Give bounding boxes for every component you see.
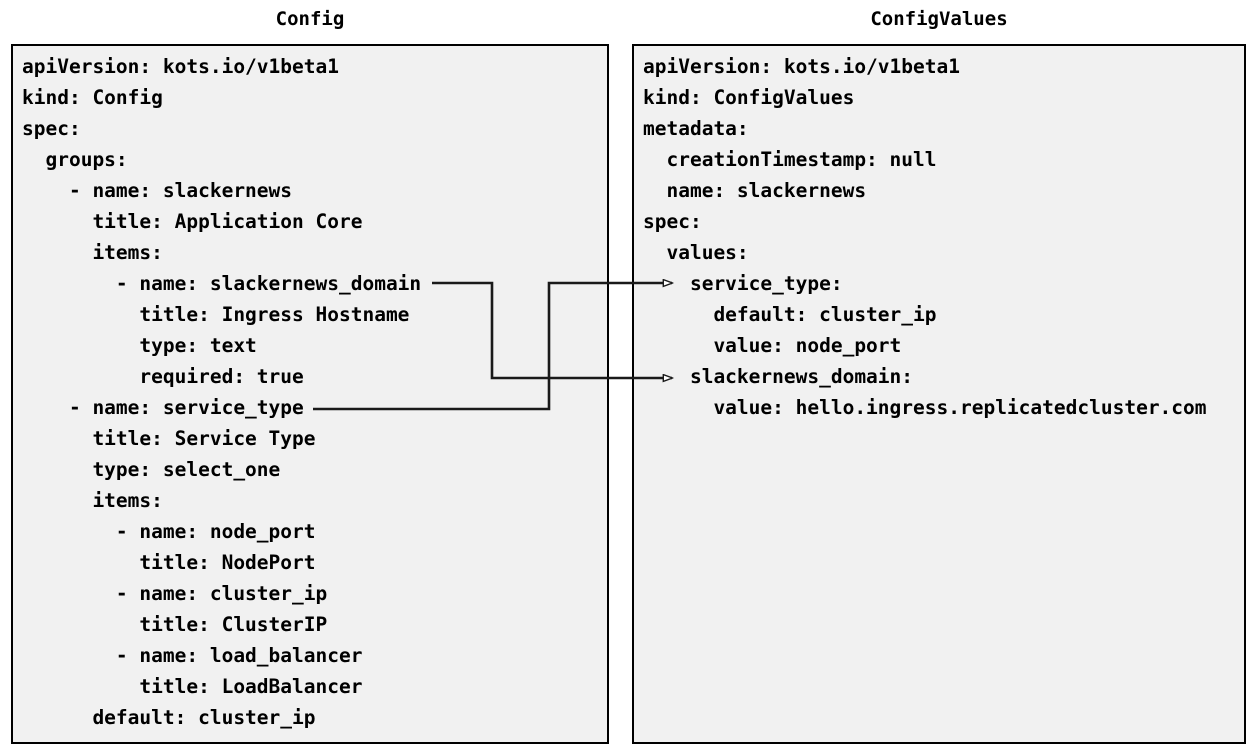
config-yaml-line-10: required: true [22, 365, 304, 388]
configvalues-yaml-line-6: values: [643, 241, 749, 264]
config-yaml-line-5: title: Application Core [22, 210, 363, 233]
config-yaml-line-12: title: Service Type [22, 427, 316, 450]
config-yaml-line-19: - name: load_balancer [22, 644, 363, 667]
configvalues-panel: apiVersion: kots.io/v1beta1 kind: ConfigV… [632, 44, 1246, 744]
config-yaml-line-6: items: [22, 241, 163, 264]
configvalues-yaml-code: apiVersion: kots.io/v1beta1 kind: ConfigV… [643, 51, 1242, 423]
configvalues-yaml-line-9: value: node_port [643, 334, 902, 357]
config-yaml-line-4: - name: slackernews [22, 179, 293, 202]
config-yaml-line-7: - name: slackernews_domain [22, 272, 422, 295]
configvalues-yaml-line-4: name: slackernews [643, 179, 867, 202]
config-yaml-code: apiVersion: kots.io/v1beta1 kind: Config s… [22, 51, 605, 733]
config-yaml-line-1: kind: Config [22, 86, 163, 109]
config-yaml-line-21: default: cluster_ip [22, 706, 316, 729]
config-yaml-line-3: groups: [22, 148, 128, 171]
config-yaml-line-17: - name: cluster_ip [22, 582, 328, 605]
config-yaml-line-15: - name: node_port [22, 520, 316, 543]
config-yaml-line-9: type: text [22, 334, 257, 357]
configvalues-yaml-line-0: apiVersion: kots.io/v1beta1 [643, 55, 960, 78]
panel-title-configvalues: ConfigValues [870, 8, 1008, 30]
configvalues-yaml-line-7: service_type: [643, 272, 843, 295]
configvalues-yaml-line-2: metadata: [643, 117, 749, 140]
configvalues-yaml-line-8: default: cluster_ip [643, 303, 937, 326]
config-yaml-line-16: title: NodePort [22, 551, 316, 574]
config-panel: apiVersion: kots.io/v1beta1 kind: Config s… [11, 44, 609, 744]
panel-title-config: Config [275, 8, 345, 30]
config-yaml-line-2: spec: [22, 117, 81, 140]
configvalues-yaml-line-3: creationTimestamp: null [643, 148, 937, 171]
configvalues-yaml-line-5: spec: [643, 210, 702, 233]
configvalues-yaml-line-11: value: hello.ingress.replicatedcluster.c… [643, 396, 1207, 419]
config-yaml-line-20: title: LoadBalancer [22, 675, 363, 698]
config-yaml-line-18: title: ClusterIP [22, 613, 328, 636]
config-yaml-line-8: title: Ingress Hostname [22, 303, 410, 326]
config-yaml-line-11: - name: service_type [22, 396, 304, 419]
configvalues-yaml-line-10: slackernews_domain: [643, 365, 914, 388]
config-yaml-line-14: items: [22, 489, 163, 512]
configvalues-yaml-line-1: kind: ConfigValues [643, 86, 855, 109]
config-yaml-line-0: apiVersion: kots.io/v1beta1 [22, 55, 339, 78]
config-yaml-line-13: type: select_one [22, 458, 281, 481]
